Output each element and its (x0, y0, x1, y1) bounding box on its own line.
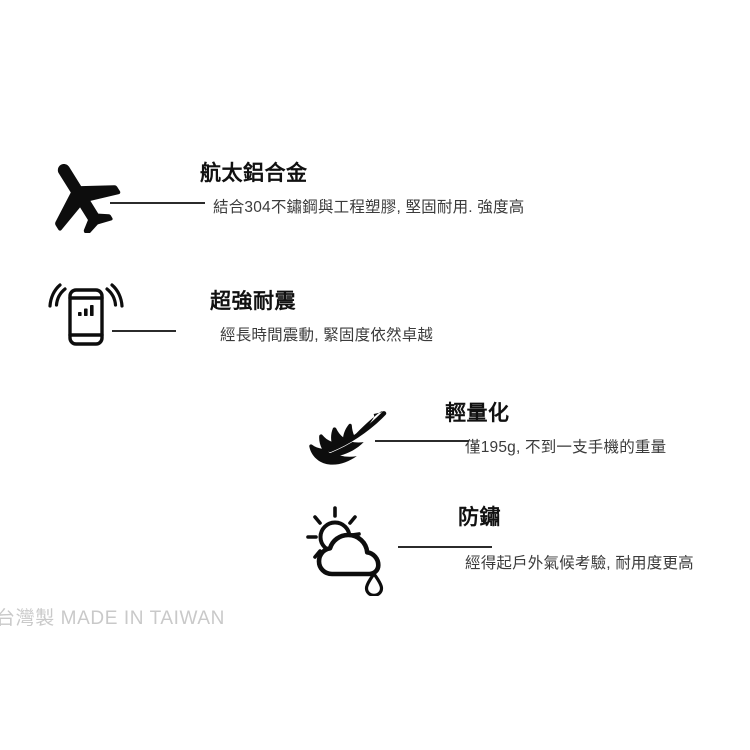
connector-rule (398, 546, 492, 548)
feature-text-column: 航太鋁合金 結合304不鏽鋼與工程塑膠, 堅固耐用. 強度高 (165, 162, 524, 218)
feature-heading: 輕量化 (445, 402, 510, 425)
feature-description: 結合304不鏽鋼與工程塑膠, 堅固耐用. 強度高 (213, 199, 525, 217)
feature-heading: 航太鋁合金 (200, 162, 308, 185)
connector-rule (112, 330, 176, 332)
feature-text-column: 超強耐震 經長時間震動, 緊固度依然卓越 (165, 290, 433, 346)
feature-text-column: 輕量化 僅195g, 不到一支手機的重量 (405, 402, 666, 458)
feature-description: 經得起戶外氣候考驗, 耐用度更高 (465, 555, 694, 573)
connector-rule (375, 440, 469, 442)
connector-rule (110, 202, 205, 204)
feature-description: 經長時間震動, 緊固度依然卓越 (220, 327, 434, 345)
feature-text-column: 防鏽 經得起戶外氣候考驗, 耐用度更高 (410, 506, 694, 574)
sun-cloud-rain-icon (306, 504, 392, 596)
feature-description: 僅195g, 不到一支手機的重量 (465, 439, 667, 457)
vibrating-phone-icon (48, 274, 124, 346)
feature-heading: 超強耐震 (210, 290, 296, 313)
feature-heading: 防鏽 (458, 506, 501, 529)
airplane-icon (43, 155, 123, 233)
made-in-taiwan-label: 台灣製 MADE IN TAIWAN (0, 608, 225, 629)
feather-icon (299, 410, 389, 472)
